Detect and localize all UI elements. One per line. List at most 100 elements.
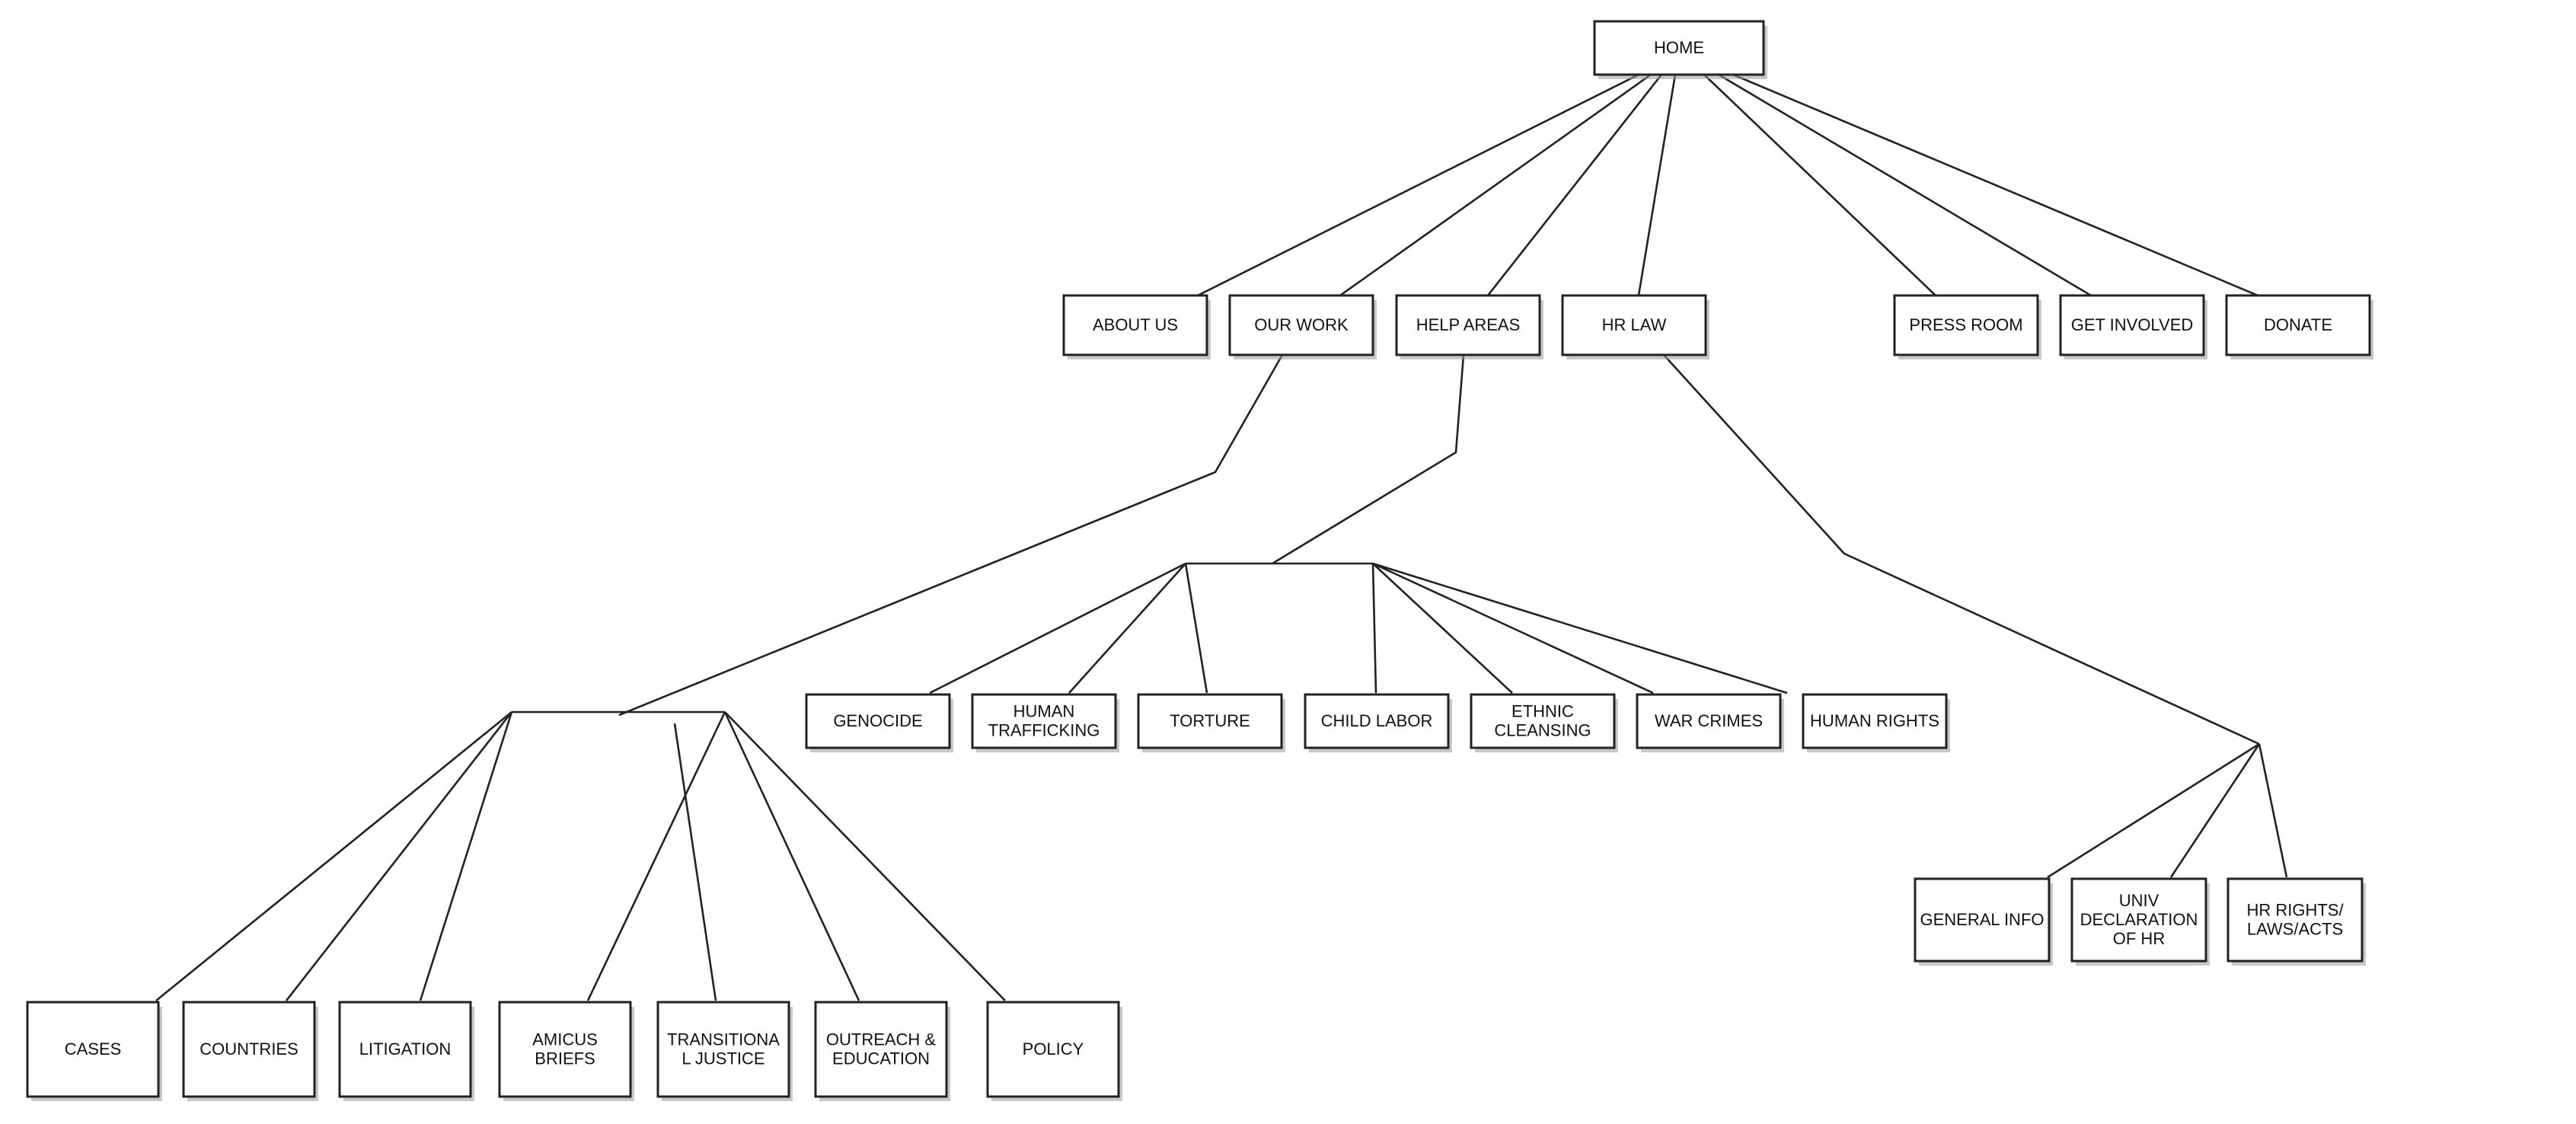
node-label: OUR WORK: [1254, 315, 1349, 334]
node-box: [1062, 294, 1208, 356]
node-genocide[interactable]: GENOCIDE: [805, 693, 953, 752]
node-label: WAR CRIMES: [1655, 711, 1763, 730]
connector-policy: [724, 711, 1006, 1001]
node-home[interactable]: HOME: [1593, 20, 1767, 79]
node-countries[interactable]: COUNTRIES: [182, 1001, 318, 1101]
connector-univ-declaration: [2169, 743, 2261, 878]
node-box: [2225, 294, 2371, 356]
node-litigation[interactable]: LITIGATION: [338, 1001, 474, 1101]
connector-child-labor: [1371, 563, 1377, 694]
node-box: [814, 1001, 948, 1098]
node-label: HOME: [1654, 38, 1704, 57]
connector-general-info: [2047, 742, 2260, 879]
node-box: [1914, 877, 2051, 963]
connector-countries: [285, 711, 513, 1001]
node-box: [498, 1001, 632, 1098]
connector-home-get-involved: [1718, 73, 2092, 297]
node-box: [986, 1001, 1120, 1098]
connector-home-press-room: [1703, 74, 1936, 296]
node-outreach-education[interactable]: OUTREACH &EDUCATION: [814, 1001, 950, 1101]
sitemap-nodes: HOME ABOUT US OUR WORK HELP AREAS HR LAW PRES…: [26, 20, 2373, 1101]
node-box: [26, 1001, 160, 1098]
node-label: HUMAN RIGHTS: [1810, 711, 1939, 730]
connector-home-donate: [1732, 73, 2258, 297]
node-box: [1802, 693, 1948, 749]
connector-human-rights: [1372, 562, 1788, 695]
connector-lines: [155, 73, 2288, 1002]
node-label: HR RIGHTS/LAWS/ACTS: [2246, 901, 2344, 939]
connector-outreach-education: [723, 711, 860, 1001]
connector-war-crimes: [1372, 562, 1654, 695]
node-donate[interactable]: DONATE: [2225, 294, 2373, 359]
node-press-room[interactable]: PRESS ROOM: [1893, 294, 2041, 359]
node-help-areas[interactable]: HELP AREAS: [1395, 294, 1543, 359]
connector-ethnic-cleansing: [1372, 563, 1513, 694]
node-child-labor[interactable]: CHILD LABOR: [1304, 693, 1452, 752]
node-box: [1561, 294, 1707, 356]
node-our-work[interactable]: OUR WORK: [1228, 294, 1377, 359]
node-hr-rights-laws-acts[interactable]: HR RIGHTS/LAWS/ACTS: [2226, 877, 2366, 966]
connector-hr-law-branch: [1663, 354, 2260, 746]
node-box: [1470, 693, 1616, 749]
connector-torture: [1184, 563, 1208, 694]
node-box: [1228, 294, 1374, 356]
connector-litigation: [419, 711, 513, 1001]
node-box: [182, 1001, 316, 1098]
node-box: [1395, 294, 1541, 356]
connector-home-help-areas: [1486, 74, 1663, 296]
node-human-rights[interactable]: HUMAN RIGHTS: [1802, 693, 1950, 752]
connector-transitional-justice: [673, 723, 717, 1001]
node-about-us[interactable]: ABOUT US: [1062, 294, 1211, 359]
node-box: [1893, 294, 2039, 356]
connector-genocide: [929, 562, 1186, 695]
node-box: [338, 1001, 472, 1098]
node-box: [2226, 877, 2364, 963]
connector-cases: [155, 710, 512, 1002]
node-box: [2059, 294, 2205, 356]
node-box: [2070, 877, 2207, 963]
node-hr-law[interactable]: HR LAW: [1561, 294, 1709, 359]
node-box: [805, 693, 951, 749]
node-box: [1304, 693, 1450, 749]
node-label: POLICY: [1023, 1039, 1084, 1059]
node-label: GET INVOLVED: [2071, 315, 2194, 334]
node-box: [1636, 693, 1782, 749]
connector-home-our-work: [1339, 73, 1652, 297]
node-label: HR LAW: [1602, 315, 1667, 334]
node-torture[interactable]: TORTURE: [1137, 693, 1285, 752]
node-label: COUNTRIES: [200, 1039, 298, 1059]
node-label: ABOUT US: [1093, 315, 1178, 334]
node-label: CASES: [65, 1039, 122, 1059]
connector-home-about-us: [1197, 73, 1639, 297]
node-policy[interactable]: POLICY: [986, 1001, 1122, 1101]
node-cases[interactable]: CASES: [26, 1001, 162, 1101]
connector-human-trafficking: [1068, 563, 1186, 694]
node-box: [1137, 693, 1283, 749]
connector-home-hr-law: [1637, 74, 1677, 296]
node-get-involved[interactable]: GET INVOLVED: [2059, 294, 2207, 359]
node-general-info[interactable]: GENERAL INFO: [1914, 877, 2053, 966]
node-label: LITIGATION: [359, 1039, 452, 1059]
connector-our-work-branch: [618, 354, 1284, 717]
node-label: CHILD LABOR: [1321, 711, 1433, 730]
node-box: [971, 693, 1117, 749]
node-war-crimes[interactable]: WAR CRIMES: [1636, 693, 1784, 752]
connector-hr-rights-laws-acts: [2258, 743, 2288, 878]
connector-amicus-briefs: [586, 711, 726, 1001]
node-label: DONATE: [2264, 315, 2332, 334]
node-box: [1593, 20, 1765, 76]
node-label: TORTURE: [1170, 711, 1250, 730]
node-label: HELP AREAS: [1416, 315, 1521, 334]
node-label: GENERAL INFO: [1920, 910, 2045, 929]
